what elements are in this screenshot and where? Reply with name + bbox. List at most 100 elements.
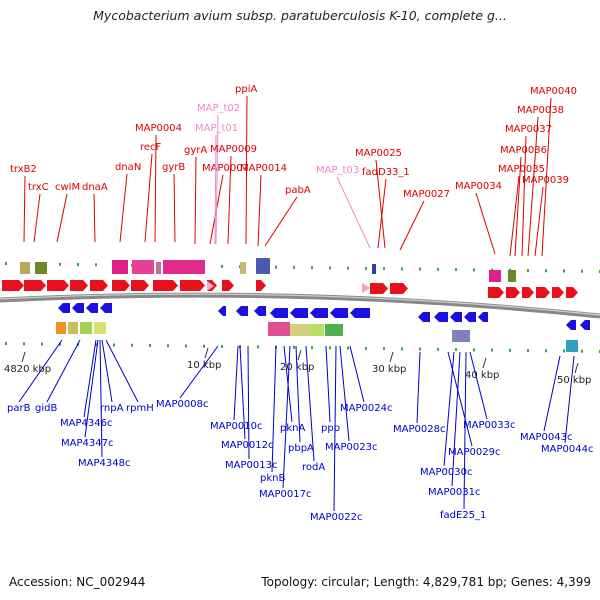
upper-dot bbox=[59, 262, 61, 266]
upper-dot bbox=[455, 268, 457, 272]
bottom-gene-label: MAP0017c bbox=[259, 489, 311, 500]
bottom-label-leader bbox=[447, 351, 473, 447]
top-gene-label: gyrB bbox=[162, 162, 185, 173]
forward-gene-arrow bbox=[370, 283, 388, 294]
forward-gene-arrow bbox=[256, 280, 266, 291]
reverse-gene-arrow bbox=[218, 306, 226, 316]
bottom-gene-label: MAP0012c bbox=[221, 440, 273, 451]
top-gene-label: trxB2 bbox=[10, 164, 37, 175]
forward-gene-arrow bbox=[70, 280, 88, 291]
gene-function-box bbox=[35, 262, 47, 274]
lower-dot bbox=[383, 347, 385, 351]
forward-gene-arrow bbox=[222, 280, 234, 291]
gene-function-box bbox=[94, 322, 106, 334]
upper-dot bbox=[311, 266, 313, 270]
forward-gene-arrow bbox=[488, 287, 504, 298]
lower-dot bbox=[527, 349, 529, 353]
top-gene-label: MAP0004 bbox=[135, 123, 182, 134]
lower-dot bbox=[23, 342, 25, 346]
forward-gene-arrow bbox=[180, 280, 205, 291]
top-label-leader bbox=[475, 192, 496, 255]
upper-dot bbox=[221, 264, 223, 268]
gene-function-box bbox=[325, 324, 343, 336]
gene-function-box bbox=[566, 340, 578, 352]
top-label-leader bbox=[514, 156, 522, 257]
forward-gene-arrow bbox=[522, 287, 534, 298]
scale-tick-label: 30 kbp bbox=[372, 364, 406, 375]
bottom-gene-label: MAP0010c bbox=[210, 421, 262, 432]
gene-function-box bbox=[132, 260, 154, 274]
bottom-label-leader bbox=[105, 339, 139, 403]
reverse-gene-arrow bbox=[290, 308, 308, 318]
bottom-gene-label: MAP0022c bbox=[310, 512, 362, 523]
bottom-gene-label: MAP0013c bbox=[225, 460, 277, 471]
forward-gene-arrow bbox=[153, 280, 178, 291]
reverse-gene-arrow bbox=[580, 320, 590, 330]
reverse-gene-arrow bbox=[330, 308, 348, 318]
forward-gene-arrow bbox=[112, 280, 130, 291]
bottom-gene-label: ppp bbox=[321, 423, 340, 434]
scale-tick bbox=[482, 357, 487, 369]
top-label-leader bbox=[245, 95, 248, 245]
lower-dot bbox=[113, 343, 115, 347]
lower-dot bbox=[221, 344, 223, 348]
accession-text: Accession: NC_002944 bbox=[9, 575, 146, 589]
top-gene-label: MAP_t01 bbox=[195, 123, 238, 134]
lower-dot bbox=[41, 342, 43, 346]
lower-dot bbox=[455, 348, 457, 352]
top-gene-label: MAP0009 bbox=[210, 144, 257, 155]
bottom-label-leader bbox=[463, 351, 467, 510]
gene-function-box bbox=[20, 262, 30, 274]
upper-dot bbox=[581, 269, 583, 273]
lower-dot bbox=[365, 346, 367, 350]
top-label-leader bbox=[173, 173, 176, 243]
lower-dot bbox=[149, 343, 151, 347]
bottom-label-leader bbox=[349, 345, 365, 403]
top-gene-label: dnaN bbox=[115, 162, 141, 173]
bottom-label-leader bbox=[339, 345, 350, 442]
scale-tick-label: 40 kbp bbox=[465, 370, 499, 381]
lower-dot bbox=[203, 344, 205, 348]
gene-function-box bbox=[372, 264, 376, 274]
reverse-gene-arrow bbox=[350, 308, 370, 318]
gene-function-box bbox=[489, 270, 501, 282]
bottom-label-leader bbox=[179, 345, 219, 399]
bottom-gene-label: MAP0028c bbox=[393, 424, 445, 435]
top-label-leader bbox=[257, 174, 262, 247]
gene-function-box bbox=[56, 322, 66, 334]
scale-tick bbox=[297, 349, 302, 361]
forward-gene-arrow bbox=[390, 283, 408, 294]
lower-dot bbox=[401, 347, 403, 351]
reverse-gene-arrow bbox=[464, 312, 476, 322]
top-label-leader bbox=[23, 175, 26, 243]
top-label-leader bbox=[215, 114, 219, 245]
reverse-gene-arrow bbox=[58, 303, 70, 313]
reverse-gene-arrow bbox=[100, 303, 112, 313]
bottom-gene-label: rnpA bbox=[100, 403, 124, 414]
bottom-gene-label: MAP0043c bbox=[520, 432, 572, 443]
gene-function-box bbox=[163, 260, 205, 274]
bottom-label-leader bbox=[101, 339, 113, 403]
forward-gene-arrow bbox=[2, 280, 24, 291]
top-gene-label: MAP_t02 bbox=[197, 103, 240, 114]
top-gene-label: MAP0040 bbox=[530, 86, 577, 97]
bottom-gene-label: MAP4346c bbox=[60, 418, 112, 429]
lower-dot bbox=[167, 344, 169, 348]
bottom-label-leader bbox=[282, 345, 291, 489]
lower-dot bbox=[563, 349, 565, 353]
bottom-gene-label: MAP0044c bbox=[541, 444, 593, 455]
lower-dot bbox=[257, 345, 259, 349]
bottom-label-leader bbox=[416, 351, 421, 424]
bottom-gene-label: MAP0023c bbox=[325, 442, 377, 453]
gene-function-box bbox=[156, 262, 161, 274]
top-label-leader bbox=[56, 193, 68, 243]
bottom-label-leader bbox=[247, 345, 250, 460]
forward-gene-arrow bbox=[24, 280, 46, 291]
lower-dot bbox=[437, 347, 439, 351]
bottom-label-leader bbox=[18, 339, 63, 403]
lower-dot bbox=[293, 345, 295, 349]
top-label-leader bbox=[527, 116, 539, 257]
forward-gene-arrow bbox=[552, 287, 564, 298]
gene-function-box bbox=[508, 270, 516, 282]
